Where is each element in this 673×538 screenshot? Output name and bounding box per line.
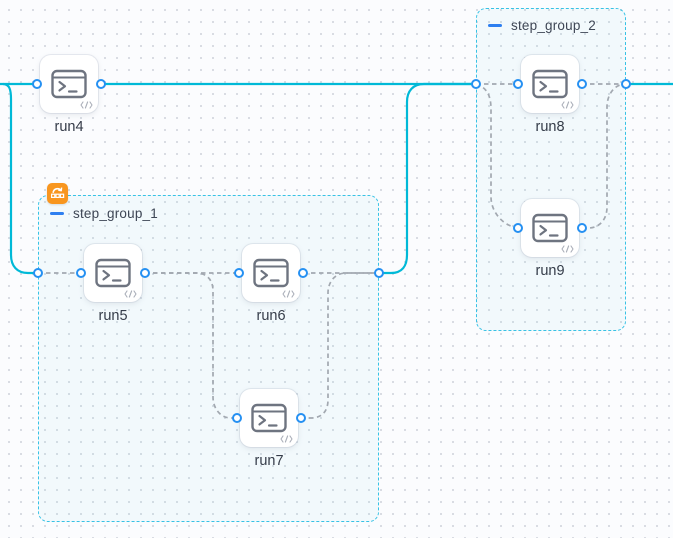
node-run8[interactable] (521, 55, 579, 113)
terminal-icon (51, 69, 87, 99)
handle-run7-in[interactable] (232, 413, 242, 423)
code-icon (280, 435, 293, 443)
terminal-icon (251, 403, 287, 433)
handle-run9-out[interactable] (577, 223, 587, 233)
node-run7[interactable] (240, 389, 298, 447)
node-run9[interactable] (521, 199, 579, 257)
loop-steps-badge-icon (47, 183, 68, 204)
code-icon (80, 101, 93, 109)
handle-group2-in[interactable] (471, 79, 481, 89)
node-run5-label: run5 (98, 308, 128, 324)
terminal-icon (532, 69, 568, 99)
node-run4-label: run4 (54, 119, 84, 135)
handle-run9-in[interactable] (513, 223, 523, 233)
handle-group2-out[interactable] (621, 79, 631, 89)
handle-group1-in[interactable] (33, 268, 43, 278)
collapse-group-1-button[interactable] (50, 209, 64, 219)
minus-icon (488, 23, 502, 28)
collapse-group-2-button[interactable] (488, 21, 502, 31)
code-icon (282, 290, 295, 298)
handle-run8-in[interactable] (513, 79, 523, 89)
handle-run6-in[interactable] (234, 268, 244, 278)
node-run5[interactable] (84, 244, 142, 302)
handle-run6-out[interactable] (298, 268, 308, 278)
node-run4[interactable] (40, 55, 98, 113)
code-icon (561, 245, 574, 253)
edge-group1-group2[interactable] (379, 82, 476, 275)
edge-group2in-run9[interactable] (475, 83, 519, 229)
group-step-group-1[interactable]: step_group_1 (38, 195, 379, 522)
edge-run7-group1out[interactable] (301, 272, 379, 419)
handle-run4-in[interactable] (32, 79, 42, 89)
edge-start-group1[interactable] (2, 82, 38, 275)
node-run8-label: run8 (535, 119, 565, 135)
handle-group1-out[interactable] (374, 268, 384, 278)
node-run6-label: run6 (256, 308, 286, 324)
node-run9-label: run9 (535, 263, 565, 279)
node-run6[interactable] (242, 244, 300, 302)
edge-run5-run7[interactable] (145, 272, 237, 419)
code-icon (124, 290, 137, 298)
group-1-label: step_group_1 (73, 206, 158, 221)
node-run7-label: run7 (254, 453, 284, 469)
minus-icon (50, 211, 64, 216)
terminal-icon (253, 258, 289, 288)
terminal-icon (532, 213, 568, 243)
handle-run5-in[interactable] (76, 268, 86, 278)
handle-run5-out[interactable] (140, 268, 150, 278)
terminal-icon (95, 258, 131, 288)
handle-run8-out[interactable] (577, 79, 587, 89)
group-2-label: step_group_2 (511, 18, 596, 33)
code-icon (561, 101, 574, 109)
handle-run7-out[interactable] (296, 413, 306, 423)
handle-run4-out[interactable] (96, 79, 106, 89)
